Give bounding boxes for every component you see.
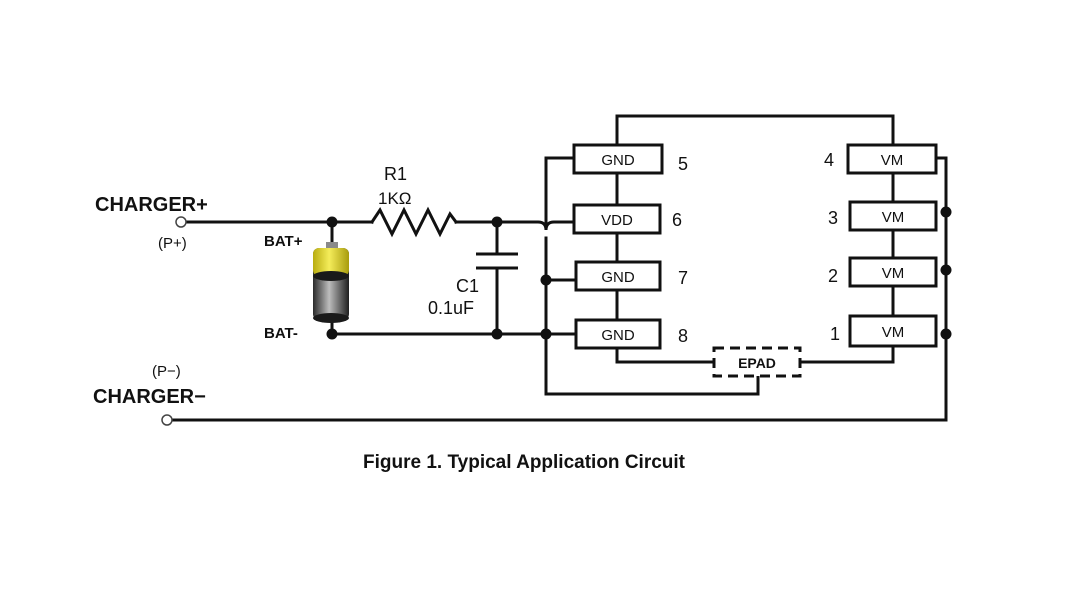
capacitor-c1-icon [476,252,518,270]
junction-dot [326,328,338,340]
left-pin-6: VDD 6 [572,203,682,235]
pin-number: 8 [678,326,688,346]
junction-dot [326,216,338,228]
right-pin-2: VM 2 [828,256,938,288]
pin-number: 4 [824,150,834,170]
charger-minus-label: CHARGER− [93,386,206,408]
junction-dot [940,264,952,276]
charger-minus-sub-label: (P−) [152,363,181,380]
pin-box [846,143,938,175]
pin-number: 7 [678,268,688,288]
pin-box [572,203,662,235]
pin-box [574,260,662,292]
junction-dot [940,206,952,218]
pin8-to-epad-wire [615,346,716,364]
charger-plus-terminal-icon [175,216,187,228]
pin-number: 2 [828,266,838,286]
figure-caption: Figure 1. Typical Application Circuit [363,452,686,473]
battery-icon [313,242,349,323]
pin-name: VDD [601,212,633,229]
epad-to-pin1-wire [798,344,895,364]
epad-label: EPAD [738,355,776,371]
pin-number: 6 [672,210,682,230]
junction-dot [491,216,503,228]
resistor-r1-icon [369,206,459,238]
pin-box [848,314,938,348]
gnd-bus-wire-lower [544,236,760,396]
bat-plus-label: BAT+ [264,233,303,250]
left-pin-8: GND 8 [574,318,688,350]
pin-name: VM [881,152,904,169]
r1-to-vdd-wire [454,220,576,231]
charger-plus-sub-label: (P+) [158,235,187,252]
epad-box [712,346,802,378]
pin-number: 1 [830,324,840,344]
pin-name: GND [601,269,635,286]
junctions [326,206,952,340]
r1-value-label: 1KΩ [378,189,412,208]
pin-name: VM [882,265,905,282]
pin-name: GND [601,152,635,169]
bat-minus-label: BAT- [264,325,298,342]
gnd-bus-wire [544,156,576,228]
left-pin-5: GND 5 [572,143,688,175]
junction-dot [540,328,552,340]
pin-name: GND [601,327,635,344]
pin-box [572,143,664,175]
pin-name: VM [882,209,905,226]
pin-number: 3 [828,208,838,228]
c1-value-label: 0.1uF [428,298,474,318]
vm-bus-wire [168,156,948,422]
junction-dot [540,274,552,286]
epad: EPAD [712,346,802,378]
right-pin-4: VM 4 [824,143,938,175]
pin-name: VM [882,324,905,341]
r1-name-label: R1 [384,164,407,184]
c1-name-label: C1 [456,276,479,296]
right-pin-1: VM 1 [830,314,938,348]
pin-box [574,318,662,350]
charger-minus-terminal-icon [161,414,173,426]
junction-dot [940,328,952,340]
left-pin-7: GND 7 [574,260,688,292]
right-pin-3: VM 3 [828,200,938,232]
junction-dot [491,328,503,340]
pin-number: 5 [678,154,688,174]
charger-plus-label: CHARGER+ [95,194,208,216]
chip-top-wire [615,114,895,147]
pin-box [848,200,938,232]
pin-box [848,256,938,288]
